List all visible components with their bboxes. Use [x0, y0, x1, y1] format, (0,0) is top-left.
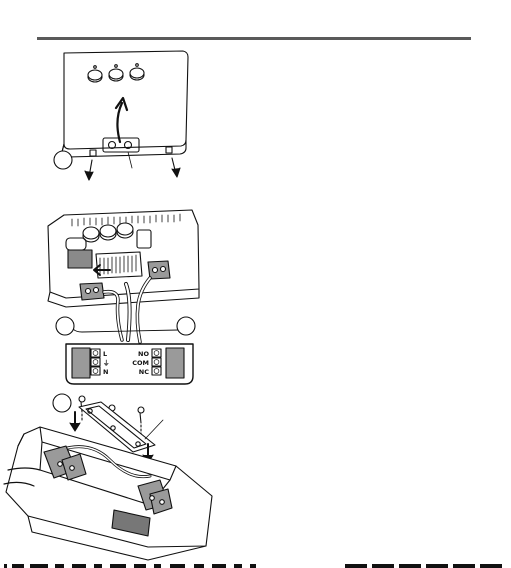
step-3-marker — [53, 394, 71, 412]
terminal-label-L: L — [103, 350, 107, 358]
terminal-label-N: N — [103, 368, 108, 376]
terminal-diagram — [66, 344, 193, 384]
step-2b-marker — [177, 317, 195, 335]
terminal-label-NC: NC — [139, 368, 149, 376]
terminal-label-COM: COM — [132, 359, 149, 367]
terminal-label-NO: NO — [138, 350, 149, 358]
step-2a-marker — [56, 317, 74, 335]
mount-unit — [4, 396, 212, 560]
terminal-label-earth: ⏚ — [103, 359, 110, 367]
step-1-marker — [54, 151, 72, 169]
closed-unit — [62, 51, 188, 180]
bottom-strip — [0, 563, 511, 568]
